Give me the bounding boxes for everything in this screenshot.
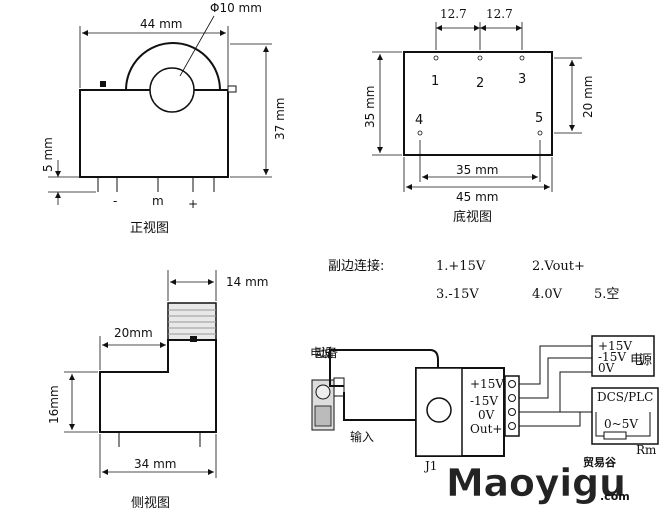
bottom-pin-hole: [477, 55, 483, 61]
device-knob: [315, 384, 331, 400]
bottom-caption: 底视图: [453, 209, 492, 225]
front-view: - m + 44 mm Φ10 mm 37 mm 5 mm 正视图: [41, 1, 287, 236]
bottom-body: [403, 51, 553, 156]
bottom-pin-hole: [537, 130, 543, 136]
front-dia-label: Φ10 mm: [210, 1, 262, 15]
front-pin-minus: -: [113, 194, 117, 208]
bottom-pin-2: 2: [476, 76, 484, 91]
device-label: 电动设备: [310, 346, 338, 360]
side-caption: 侧视图: [131, 496, 170, 511]
side-body: [99, 339, 217, 433]
front-width-label: 44 mm: [140, 17, 182, 31]
range-label: 0~5V: [604, 417, 638, 431]
terminal-label-3: 0V: [478, 408, 495, 422]
front-ring-hole: [149, 67, 195, 113]
power-supply-box: [591, 335, 655, 377]
terminal-label-2: -15V: [470, 394, 498, 408]
front-ring-outer: [125, 42, 221, 91]
side-top-label: 14 mm: [226, 275, 268, 289]
front-notch: [100, 81, 106, 87]
terminal-screw: [508, 422, 516, 430]
side-height-arrows: [69, 374, 75, 430]
terminal-screw: [508, 394, 516, 402]
wire-plus15: [519, 345, 592, 385]
ps-output-3: 0V: [598, 361, 615, 375]
ps-label: 电源: [630, 353, 652, 368]
side-depth-label: 20mm: [114, 326, 153, 340]
bottom-pin-1: 1: [431, 74, 439, 89]
primary-wire-top: [329, 349, 439, 387]
terminal-screw: [508, 408, 516, 416]
bottom-row-label: 20 mm: [581, 76, 595, 118]
side-height-label: 16mm: [47, 385, 61, 424]
wire-minus15: [519, 357, 592, 399]
bottom-pitch-arrows: [436, 25, 522, 31]
bottom-pin-3: 3: [518, 72, 526, 87]
ps-output-1: +15V: [598, 339, 632, 353]
load-loop: [595, 412, 651, 437]
connections-title: 副边连接:: [328, 258, 384, 274]
front-dia-leader: [179, 15, 215, 77]
watermark-brand: Maoyigu: [446, 461, 626, 505]
watermark-sub-cn: 贸易谷: [583, 455, 617, 469]
wire-out: [519, 411, 596, 427]
front-pin-plus: +: [188, 197, 198, 211]
front-tab: [227, 85, 237, 93]
input-label: 输入: [350, 429, 374, 444]
dcs-label: DCS/PLC: [597, 390, 653, 404]
model-label: J1: [423, 459, 437, 473]
side-view: 14 mm 20mm 16mm 34 mm 侧视图: [47, 270, 268, 511]
device-base: [314, 405, 332, 427]
bottom-pin-4: 4: [415, 113, 423, 128]
bottom-view: 12.7 12.7 1 2 3 4 5 35 mm 20 mm 35 mm: [363, 7, 595, 225]
front-height-label: 37 mm: [273, 98, 287, 140]
side-notch: [190, 336, 197, 342]
front-body: [79, 89, 229, 178]
bottom-pin-5: 5: [535, 111, 543, 126]
watermark: Maoyigu 贸易谷 .com: [446, 455, 630, 505]
front-pin-m: m: [152, 194, 164, 208]
connection-item-1: 1.+15V: [436, 259, 486, 274]
bottom-pin-hole: [417, 130, 423, 136]
ps-output-2: -15V: [598, 350, 626, 364]
connection-item-3: 3.-15V: [436, 287, 479, 302]
bottom-pitch-right: 12.7: [486, 7, 513, 21]
watermark-sub-en: .com: [600, 490, 630, 503]
wire-0v: [519, 371, 592, 413]
connections-legend: 副边连接: 1.+15V 2.Vout+ 3.-15V 4.0V 5.空: [328, 258, 619, 302]
front-pin-arrows: [55, 171, 61, 198]
terminal-screw: [508, 380, 516, 388]
terminal-block: [504, 375, 520, 437]
bottom-pitch-left: 12.7: [440, 7, 467, 21]
connection-item-4: 4.0V: [532, 287, 563, 302]
bottom-pin-hole: [433, 55, 439, 61]
bottom-inner-label: 35 mm: [456, 163, 498, 177]
bottom-outer-label: 45 mm: [456, 190, 498, 204]
sensor-hole: [426, 397, 452, 423]
terminal-label-4: Out+: [470, 422, 502, 436]
rm-label: Rm: [636, 443, 657, 457]
primary-wire-bottom: [343, 392, 430, 421]
front-caption: 正视图: [130, 221, 169, 236]
connection-item-5: 5.空: [594, 287, 619, 302]
bottom-height-label: 35 mm: [363, 86, 377, 128]
side-width-label: 34 mm: [134, 457, 176, 471]
front-pin-len-label: 5 mm: [41, 137, 55, 172]
wiring-diagram: 电动设备 输入 J1 +15V -15V 0V Out+ +15V -15V: [310, 335, 659, 473]
connection-item-2: 2.Vout+: [532, 259, 585, 274]
bottom-pin-hole: [519, 55, 525, 61]
terminal-label-1: +15V: [470, 377, 504, 391]
load-resistor: [603, 431, 627, 440]
